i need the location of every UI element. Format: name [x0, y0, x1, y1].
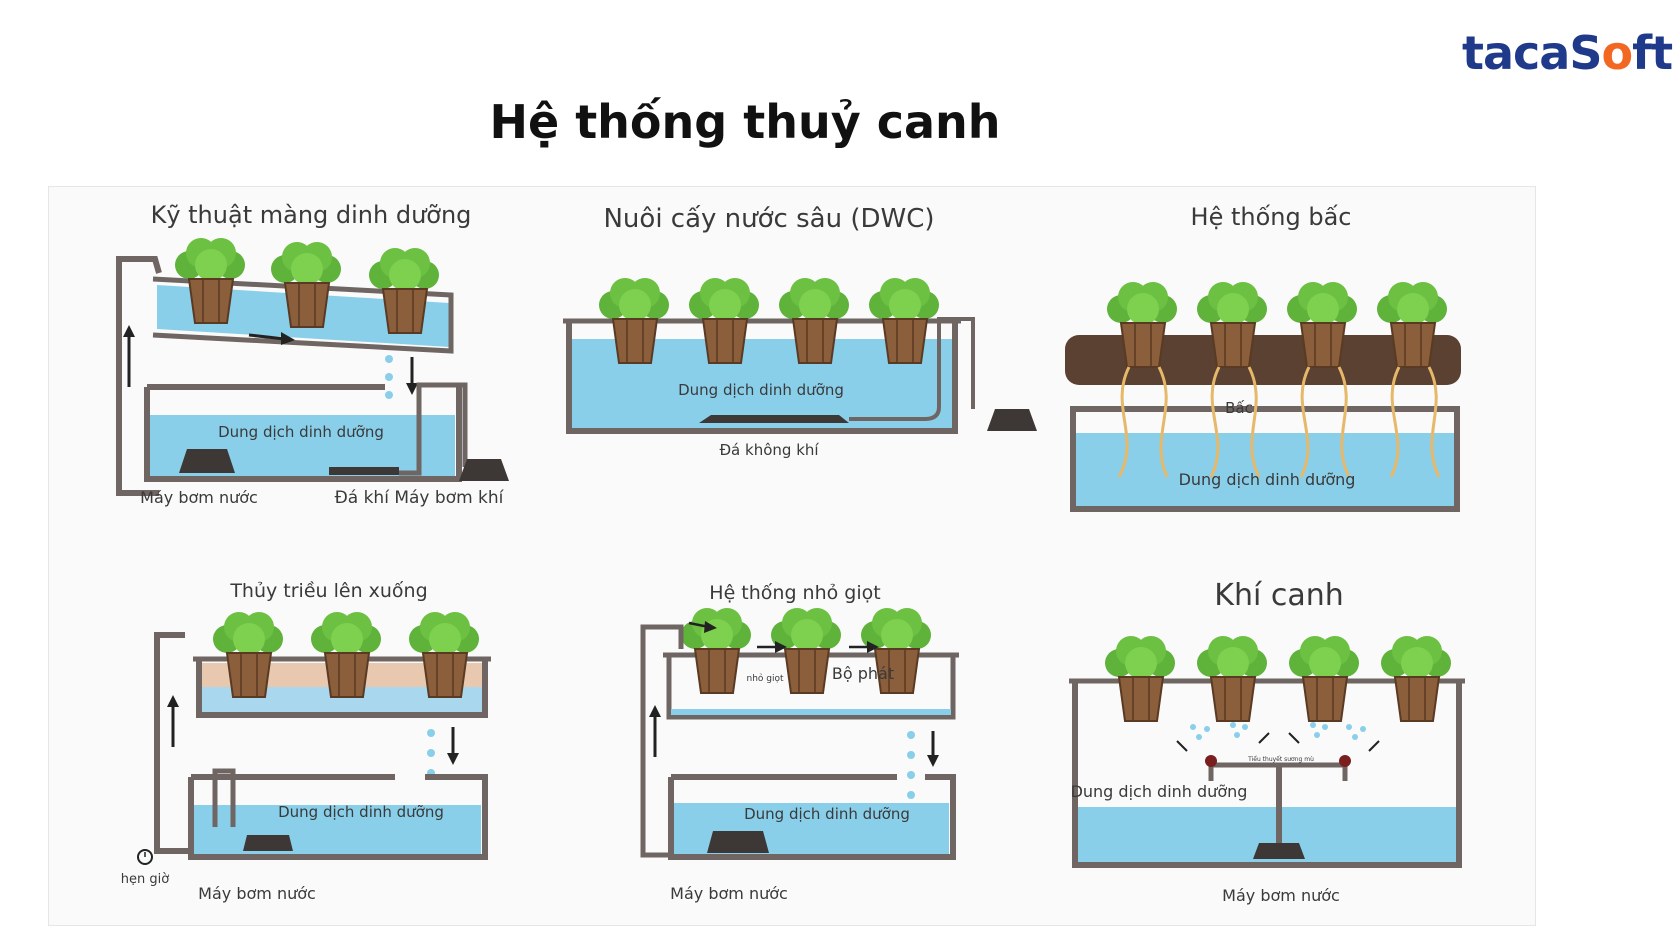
diagram-dwc: Nuôi cấy nước sâu (DWC) Dung dịch dinh d… — [563, 204, 1037, 459]
diagram-nft: Kỹ thuật màng dinh dưỡng Dung dịch dinh … — [116, 201, 509, 508]
aeroponics-mister-label: Tiểu thuyết sương mù — [1247, 756, 1314, 763]
wick-reservoir — [1070, 406, 1460, 512]
aeroponics-water-pump-label: Máy bơm nước — [1222, 886, 1340, 905]
drip-emitter-label: Bộ phát — [832, 664, 894, 683]
dwc-title: Nuôi cấy nước sâu (DWC) — [603, 204, 934, 234]
aeroponics-mist — [1190, 722, 1366, 740]
aeroponics-chamber — [1072, 681, 1462, 868]
nft-pump-pipe — [116, 256, 162, 496]
drip-title: Hệ thống nhỏ giọt — [709, 582, 880, 604]
wick-strand — [1117, 366, 1131, 478]
logo-suffix: ft — [1632, 26, 1673, 80]
nft-air-pump — [459, 459, 509, 481]
ebb-flow-reservoir — [188, 774, 488, 860]
nft-reservoir — [144, 387, 462, 482]
brand-logo: tacaSoft — [1462, 26, 1673, 80]
nft-title: Kỹ thuật màng dinh dưỡng — [151, 201, 472, 229]
diagram-panel: Kỹ thuật màng dinh dưỡng Dung dịch dinh … — [48, 186, 1536, 926]
dwc-air-pump — [987, 409, 1037, 431]
logo-prefix: tacaS — [1462, 26, 1602, 80]
drip-water-pump — [707, 831, 769, 853]
drip-plant — [680, 607, 752, 694]
wick-growing-medium — [1065, 335, 1461, 385]
nft-air-pump-label: Đá khí Máy bơm khí — [335, 488, 505, 508]
aeroponics-mister — [1339, 755, 1351, 767]
aeroponics-solution-label: Dung dịch dinh dưỡng — [1071, 782, 1248, 801]
aeroponics-spray-arrow — [1176, 740, 1188, 752]
ebb-flow-title: Thủy triều lên xuống — [229, 580, 427, 602]
ebb-flow-grow-bed — [196, 659, 488, 718]
nft-water-pump-label: Máy bơm nước — [140, 488, 258, 507]
dwc-tank — [566, 321, 958, 434]
nft-water-pump — [179, 449, 235, 473]
timer-icon — [137, 849, 153, 865]
drip-grow-tray — [666, 655, 956, 720]
aeroponics-water-pump — [1253, 843, 1305, 859]
wick-label: Bấc — [1225, 399, 1253, 417]
diagram-ebb-flow: Thủy triều lên xuống Dung dịch dinh dưỡn… — [121, 580, 491, 903]
ebb-flow-water-pump-label: Máy bơm nước — [198, 884, 316, 903]
diagram-aeroponics: Khí canh Tiểu thuyết sương mù Dung dịch … — [1069, 578, 1465, 905]
nft-solution-label: Dung dịch dinh dưỡng — [218, 423, 384, 441]
aeroponics-mister — [1205, 755, 1217, 767]
ebb-flow-solution-label: Dung dịch dinh dưỡng — [278, 803, 444, 821]
wick-title: Hệ thống bấc — [1191, 203, 1352, 231]
ebb-flow-timer-label: hẹn giờ — [121, 872, 169, 887]
drip-solution-label: Dung dịch dinh dưỡng — [744, 805, 910, 823]
dwc-air-stone — [699, 415, 849, 423]
dwc-solution-label: Dung dịch dinh dưỡng — [678, 381, 844, 399]
ebb-flow-water-pump — [243, 835, 293, 851]
drip-water-pump-label: Máy bơm nước — [670, 884, 788, 903]
logo-o-accent: o — [1601, 26, 1633, 80]
diagram-wick: Hệ thống bấc Bấc Dung dịch dinh dưỡng — [1065, 203, 1461, 512]
dwc-air-stone-label: Đá không khí — [719, 441, 819, 459]
drip-drip-label: nhỏ giọt — [746, 673, 783, 684]
nft-flow-arrow — [248, 333, 286, 341]
hydroponics-diagrams: Kỹ thuật màng dinh dưỡng Dung dịch dinh … — [116, 201, 1465, 905]
page-title: Hệ thống thuỷ canh — [489, 95, 1001, 149]
diagram-drip: Hệ thống nhỏ giọt nhỏ giọt Bộ phát Dung … — [640, 582, 959, 903]
aeroponics-title: Khí canh — [1214, 578, 1343, 613]
drip-reservoir — [668, 774, 956, 860]
nft-air-stone — [329, 467, 399, 475]
wick-solution-label: Dung dịch dinh dưỡng — [1179, 470, 1356, 489]
